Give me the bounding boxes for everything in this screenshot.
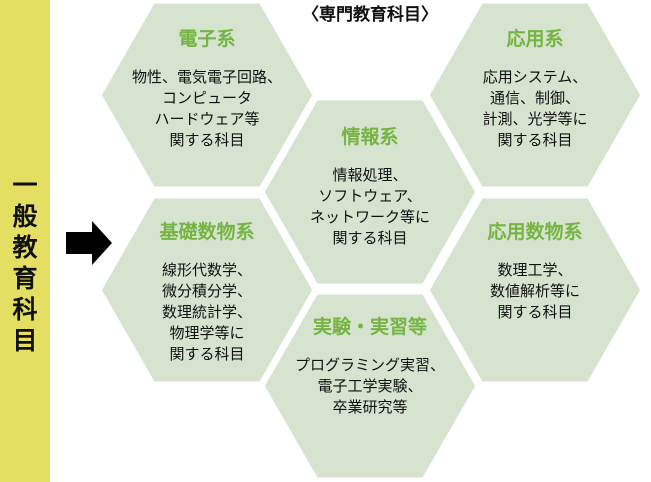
hex-applied: 応用系応用システム、 通信、制御、 計測、光学等に 関する科目: [428, 24, 642, 151]
hex-applied-math-physics: 応用数物系数理工学、 数値解析等に 関する科目: [428, 217, 642, 323]
specialized-education-header: 〈専門教育科目〉: [302, 5, 438, 25]
hex-experiments: 実験・実習等プログラミング実習、 電子工学実験、 卒業研究等: [263, 312, 477, 418]
hex-body: 物性、電気電子回路、 コンピュータ ハードウェア等 関する科目: [131, 68, 282, 149]
general-education-label: 一般教育科目: [12, 171, 38, 355]
hexagon-shape: [424, 193, 646, 387]
hex-title: 基礎数物系: [159, 221, 255, 243]
hex-information: 情報系情報処理、 ソフトウェア、 ネットワーク等に 関する科目: [263, 122, 477, 249]
hex-title: 応用数物系: [487, 221, 583, 243]
hex-body: プログラミング実習、 電子工学実験、 卒業研究等: [294, 356, 445, 416]
hexagon-shape: [259, 289, 481, 482]
hex-body: 線形代数学、 微分積分学、 数理統計学、 物理学等に 関する科目: [161, 261, 252, 363]
hexagon-shape: [424, 0, 646, 192]
hex-body: 情報処理、 ソフトウェア、 ネットワーク等に 関する科目: [309, 166, 430, 247]
arrow-icon: [66, 221, 112, 265]
general-education-bar: 一般教育科目: [0, 0, 50, 482]
hexagon-shape: [259, 95, 481, 289]
hex-body: 数理工学、 数値解析等に 関する科目: [489, 261, 580, 321]
hex-title: 情報系: [341, 126, 399, 148]
hex-title: 電子系: [178, 28, 236, 50]
hex-basic-math-physics: 基礎数物系線形代数学、 微分積分学、 数理統計学、 物理学等に 関する科目: [100, 217, 314, 365]
hex-electronics: 電子系物性、電気電子回路、 コンピュータ ハードウェア等 関する科目: [100, 24, 314, 151]
hex-body: 応用システム、 通信、制御、 計測、光学等に 関する科目: [482, 68, 588, 149]
hex-title: 実験・実習等: [312, 316, 427, 338]
hexagon-shape: [96, 0, 318, 192]
hex-title: 応用系: [506, 28, 564, 50]
